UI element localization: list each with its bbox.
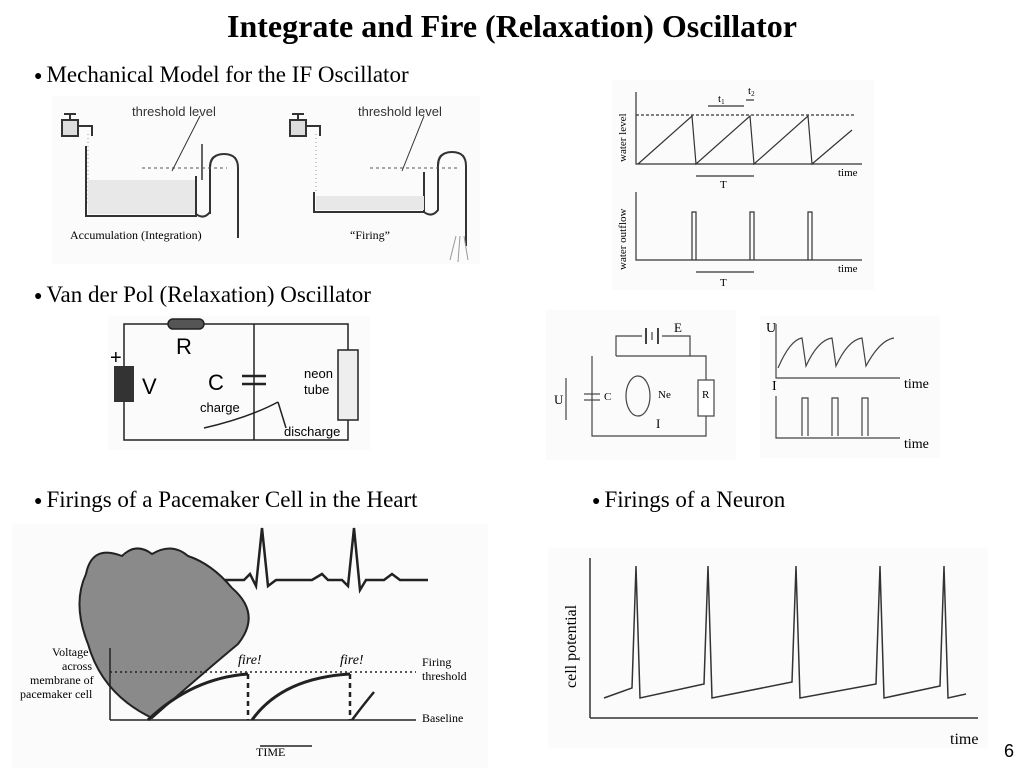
time-axis-label: TIME bbox=[256, 745, 285, 759]
time-label-u: time bbox=[904, 377, 929, 392]
i-axis-label: I bbox=[772, 379, 777, 394]
heart-illustration bbox=[78, 547, 250, 720]
time-label-bottom: time bbox=[838, 263, 858, 275]
threshold-label-line2: threshold bbox=[422, 669, 467, 683]
tube-label-C: C bbox=[604, 391, 611, 403]
caption-accumulation: Accumulation (Integration) bbox=[70, 228, 202, 242]
tube-label: tube bbox=[304, 382, 329, 397]
pacemaker-heart-figure: Voltage across membrane of pacemaker cel… bbox=[12, 524, 488, 768]
fire-label-2: fire! bbox=[340, 653, 364, 668]
sawtooth-line bbox=[637, 114, 853, 166]
water-level-plot: water level water outflow time time T T … bbox=[612, 80, 874, 290]
period-label-top: T bbox=[720, 179, 727, 191]
charge-curve bbox=[203, 401, 279, 429]
time-label: time bbox=[950, 731, 978, 748]
tube-circuit: E U C Ne R I bbox=[546, 310, 736, 460]
voltage-label-line3: membrane of bbox=[30, 673, 94, 687]
voltage-label-line2: across bbox=[62, 659, 92, 673]
voltage-current-plot: U I time time bbox=[760, 316, 940, 458]
bullet-neuron: ●Firings of a Neuron bbox=[592, 487, 785, 513]
cell-potential-label: cell potential bbox=[563, 604, 580, 688]
t2-label: t2 bbox=[748, 85, 755, 98]
bottom-axes bbox=[635, 192, 862, 261]
tube-label-I: I bbox=[656, 416, 660, 431]
i-axes bbox=[775, 396, 900, 439]
water-level-label: water level bbox=[617, 113, 629, 162]
t1-label: t1 bbox=[718, 93, 725, 106]
voltage-ramp-2 bbox=[250, 672, 351, 721]
time-label-i: time bbox=[904, 437, 929, 452]
water-outflow-label: water outflow bbox=[617, 209, 629, 270]
threshold-pointer-left bbox=[171, 115, 201, 172]
neuron-potential-trace bbox=[603, 565, 967, 699]
voltage-label-line1: Voltage bbox=[52, 645, 88, 659]
tube-label-U: U bbox=[554, 392, 564, 407]
voltage-ramp-1 bbox=[146, 672, 249, 722]
tube-label-Ne: Ne bbox=[658, 389, 671, 401]
bullet-text: Mechanical Model for the IF Oscillator bbox=[46, 62, 409, 87]
battery-symbol bbox=[114, 366, 134, 402]
t2-letter: t bbox=[748, 85, 751, 97]
resistor-symbol bbox=[167, 318, 205, 330]
neon-tube-symbol bbox=[337, 349, 359, 421]
threshold-label-right: threshold level bbox=[358, 104, 442, 119]
bullet-dot: ● bbox=[592, 493, 601, 509]
bullet-pacemaker: ●Firings of a Pacemaker Cell in the Hear… bbox=[34, 487, 418, 513]
battery-label: V bbox=[142, 374, 157, 399]
bullet-van-der-pol: ●Van der Pol (Relaxation) Oscillator bbox=[34, 282, 371, 308]
bullet-text: Firings of a Neuron bbox=[604, 487, 786, 512]
time-label-top: time bbox=[838, 167, 858, 179]
u-axis-label: U bbox=[766, 321, 776, 336]
resistor-box bbox=[697, 379, 715, 417]
outflow-pulses bbox=[691, 211, 813, 260]
t1-subscript: 1 bbox=[721, 98, 725, 106]
threshold-label-line1: Firing bbox=[422, 655, 451, 669]
resistor-label: R bbox=[176, 334, 192, 359]
top-axes bbox=[635, 92, 862, 165]
u-curve bbox=[777, 337, 895, 369]
i-pulses bbox=[801, 397, 869, 436]
capacitor-label: C bbox=[208, 370, 224, 395]
threshold-pointer-right bbox=[401, 115, 425, 172]
bullet-text: Firings of a Pacemaker Cell in the Heart bbox=[46, 487, 418, 512]
fire-label-1: fire! bbox=[238, 653, 262, 668]
baseline-label: Baseline bbox=[422, 711, 463, 725]
page-number: 6 bbox=[1003, 741, 1014, 761]
bullet-dot: ● bbox=[34, 493, 43, 509]
t1-letter: t bbox=[718, 93, 721, 105]
voltage-label-line4: pacemaker cell bbox=[20, 687, 93, 701]
bullet-dot: ● bbox=[34, 68, 43, 84]
tube-label-E: E bbox=[674, 320, 682, 335]
ecg-trace bbox=[232, 527, 422, 594]
bullet-text: Van der Pol (Relaxation) Oscillator bbox=[46, 282, 371, 307]
u-axes bbox=[775, 324, 900, 379]
threshold-label-left: threshold level bbox=[132, 104, 216, 119]
voltage-ramp-3 bbox=[351, 691, 375, 721]
bullet-mechanical-model: ●Mechanical Model for the IF Oscillator bbox=[34, 62, 409, 88]
tube-label-R: R bbox=[702, 389, 710, 401]
neon-bulb-symbol bbox=[625, 375, 651, 417]
discharge-label: discharge bbox=[284, 424, 340, 439]
tube-circuit-wire bbox=[591, 355, 707, 437]
battery-plus-label: + bbox=[110, 347, 122, 369]
slide-title: Integrate and Fire (Relaxation) Oscillat… bbox=[227, 8, 797, 44]
charge-label: charge bbox=[200, 400, 240, 415]
caption-firing: “Firing” bbox=[350, 228, 390, 242]
neon-label: neon bbox=[304, 366, 333, 381]
neuron-firing-plot: cell potential time bbox=[548, 548, 988, 748]
period-label-bottom: T bbox=[720, 277, 727, 289]
discharge-curve bbox=[277, 401, 287, 429]
t2-subscript: 2 bbox=[751, 90, 755, 98]
left-tank-diagram bbox=[61, 113, 239, 238]
right-tank-diagram bbox=[289, 113, 469, 263]
neon-tube-circuit: + V R C neon tube charge discharge bbox=[108, 316, 370, 450]
mechanical-model-figure: threshold level threshold level Accumula… bbox=[52, 96, 480, 264]
bullet-dot: ● bbox=[34, 288, 43, 304]
